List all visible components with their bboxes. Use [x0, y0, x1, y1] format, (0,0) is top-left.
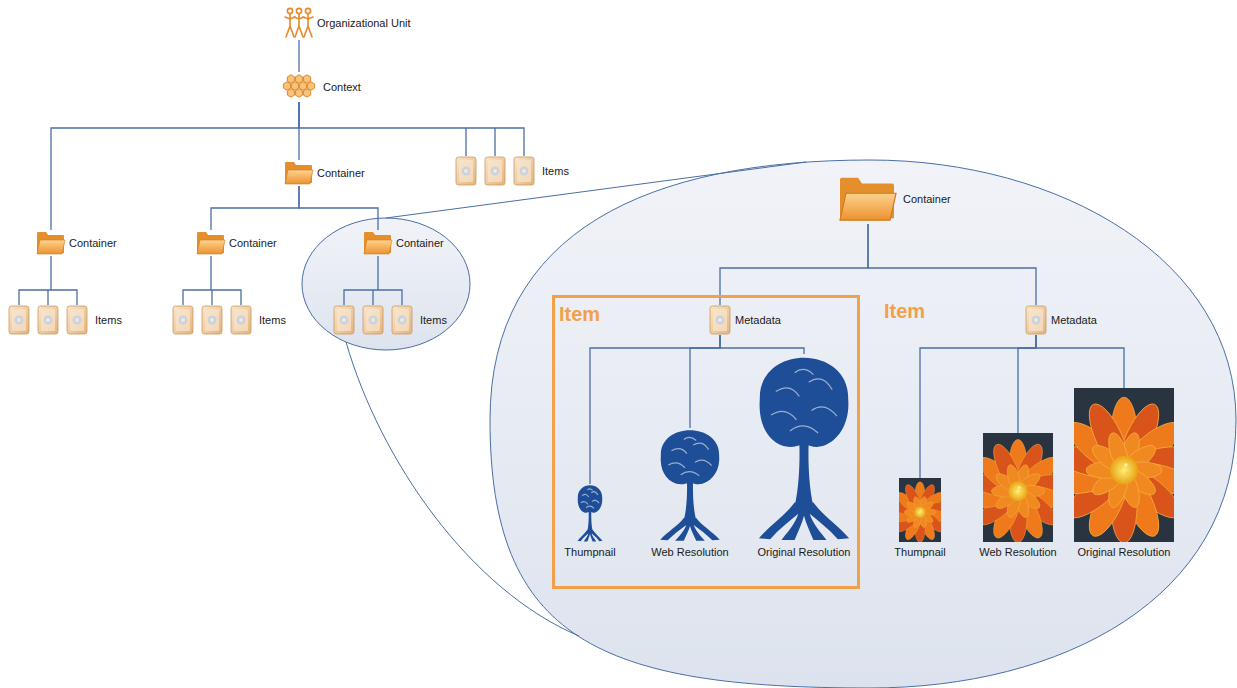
tree-connector — [868, 224, 1036, 305]
icon-node: Organizational Unit — [284, 6, 411, 40]
zoom-source — [302, 218, 470, 350]
icon-node: Metadata — [709, 305, 781, 335]
node-label: Context — [323, 81, 361, 94]
zoom-leader — [386, 162, 806, 218]
tree-connector — [211, 186, 299, 230]
tree-connector — [51, 102, 299, 230]
image-label: Web Resolution — [651, 546, 728, 559]
tree-connector — [19, 256, 77, 305]
document-icon — [513, 156, 535, 186]
items-node: Items — [172, 305, 286, 335]
item-heading: Item — [559, 302, 600, 326]
flower-photo — [1074, 388, 1174, 542]
document-icon — [455, 156, 477, 186]
node-label: Organizational Unit — [317, 17, 411, 30]
node-label: Container — [903, 193, 951, 206]
image-node: Web Resolution — [651, 428, 728, 559]
image-node: Thumpnail — [894, 478, 945, 559]
tree-connector — [299, 102, 524, 156]
document-icon — [66, 305, 88, 335]
tree-connector — [720, 335, 804, 354]
node-label: Items — [542, 165, 569, 178]
context-icon — [278, 72, 320, 102]
image-label: Thumpnail — [894, 546, 945, 559]
items-node: Items — [455, 156, 569, 186]
tree-connector — [590, 335, 720, 484]
folder-icon — [284, 160, 314, 186]
zoom-leader — [346, 342, 579, 636]
image-node: Thumpnail — [564, 484, 615, 559]
document-icon — [172, 305, 194, 335]
document-icon — [8, 305, 30, 335]
folder-icon — [363, 230, 393, 256]
document-icon — [709, 305, 731, 335]
document-icon — [230, 305, 252, 335]
folder-icon — [838, 174, 898, 224]
node-label: Container — [69, 237, 117, 250]
document-icon — [391, 305, 413, 335]
items-node: Items — [8, 305, 122, 335]
tree-image — [757, 354, 851, 542]
node-label: Container — [396, 237, 444, 250]
image-label: Thumpnail — [564, 546, 615, 559]
node-label: Container — [317, 167, 365, 180]
node-label: Metadata — [1051, 314, 1097, 327]
node-label: Items — [420, 314, 447, 327]
icon-node: Container — [284, 160, 365, 186]
document-icon — [1025, 305, 1047, 335]
folder-icon — [36, 230, 66, 256]
node-label: Container — [229, 237, 277, 250]
image-node: Original Resolution — [757, 354, 851, 559]
item-heading: Item — [884, 299, 925, 323]
icon-node: Container — [36, 230, 117, 256]
icon-node: Container — [363, 230, 444, 256]
tree-connector — [183, 256, 241, 305]
document-icon — [37, 305, 59, 335]
tree-connector — [298, 40, 299, 72]
image-node: Original Resolution — [1074, 388, 1174, 559]
tree-connector — [1018, 335, 1036, 433]
tree-connector — [1036, 335, 1124, 388]
icon-node: Context — [278, 72, 361, 102]
folder-icon — [196, 230, 226, 256]
items-node: Items — [333, 305, 447, 335]
tree-connector — [299, 186, 378, 230]
document-icon — [201, 305, 223, 335]
document-icon — [333, 305, 355, 335]
image-node: Web Resolution — [979, 433, 1056, 559]
image-label: Original Resolution — [758, 546, 851, 559]
tree-connector — [720, 224, 868, 305]
node-label: Items — [95, 314, 122, 327]
zoom-region — [490, 160, 1236, 688]
icon-node: Container — [838, 174, 951, 224]
tree-connector — [690, 335, 720, 428]
image-label: Web Resolution — [979, 546, 1056, 559]
item-box: ItemMetadataThumpnail Web Resolution Origi… — [880, 295, 1198, 589]
flower-photo — [983, 433, 1053, 542]
org-unit-icon — [284, 6, 314, 40]
document-icon — [484, 156, 506, 186]
node-label: Items — [259, 314, 286, 327]
item-box: ItemMetadataThumpnail Web Resolution Origi… — [552, 295, 860, 589]
tree-connector — [344, 256, 402, 305]
flower-photo — [899, 478, 941, 542]
icon-node: Metadata — [1025, 305, 1097, 335]
tree-image — [659, 428, 721, 542]
node-label: Metadata — [735, 314, 781, 327]
document-icon — [362, 305, 384, 335]
image-label: Original Resolution — [1078, 546, 1171, 559]
tree-image — [577, 484, 603, 542]
icon-node: Container — [196, 230, 277, 256]
